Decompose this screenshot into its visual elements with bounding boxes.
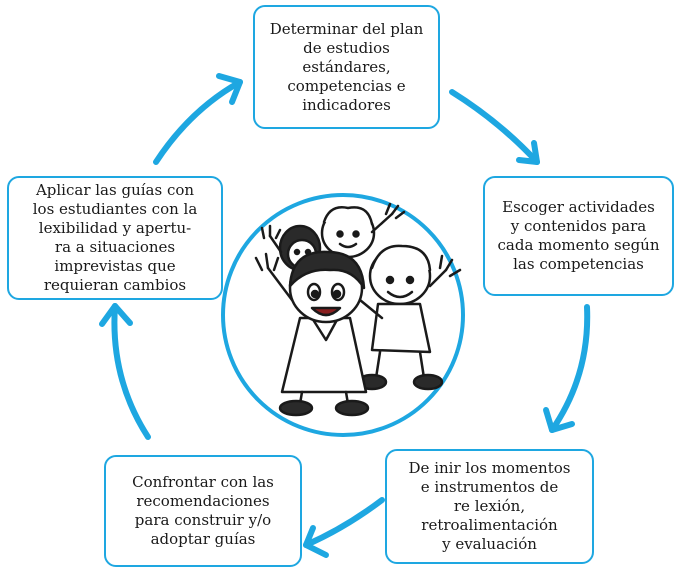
arrow-step1-to-step2 <box>449 89 540 165</box>
step-text-2: Escoger actividades y contenidos para ca… <box>497 198 660 273</box>
arrow-step5-to-step1 <box>153 73 243 165</box>
step-text-3: De inir los momentos e instrumentos de r… <box>408 459 571 553</box>
arrow-step4-to-step5 <box>99 303 151 440</box>
step-box-1: Determinar del plan de estudios estándar… <box>253 5 440 129</box>
arrow-step3-to-step4 <box>303 497 385 558</box>
step-box-4: Confrontar con las recomendaciones para … <box>104 455 302 567</box>
step-text-4: Confrontar con las recomendaciones para … <box>132 473 274 548</box>
step-box-5: Aplicar las guías con los estudiantes co… <box>7 176 223 300</box>
step-text-5: Aplicar las guías con los estudiantes co… <box>32 181 198 294</box>
arrow-step2-to-step3 <box>543 304 591 433</box>
children-waving-illustration <box>254 202 462 417</box>
step-text-1: Determinar del plan de estudios estándar… <box>269 19 424 114</box>
step-box-3: De inir los momentos e instrumentos de r… <box>385 449 594 564</box>
step-box-2: Escoger actividades y contenidos para ca… <box>483 176 674 296</box>
